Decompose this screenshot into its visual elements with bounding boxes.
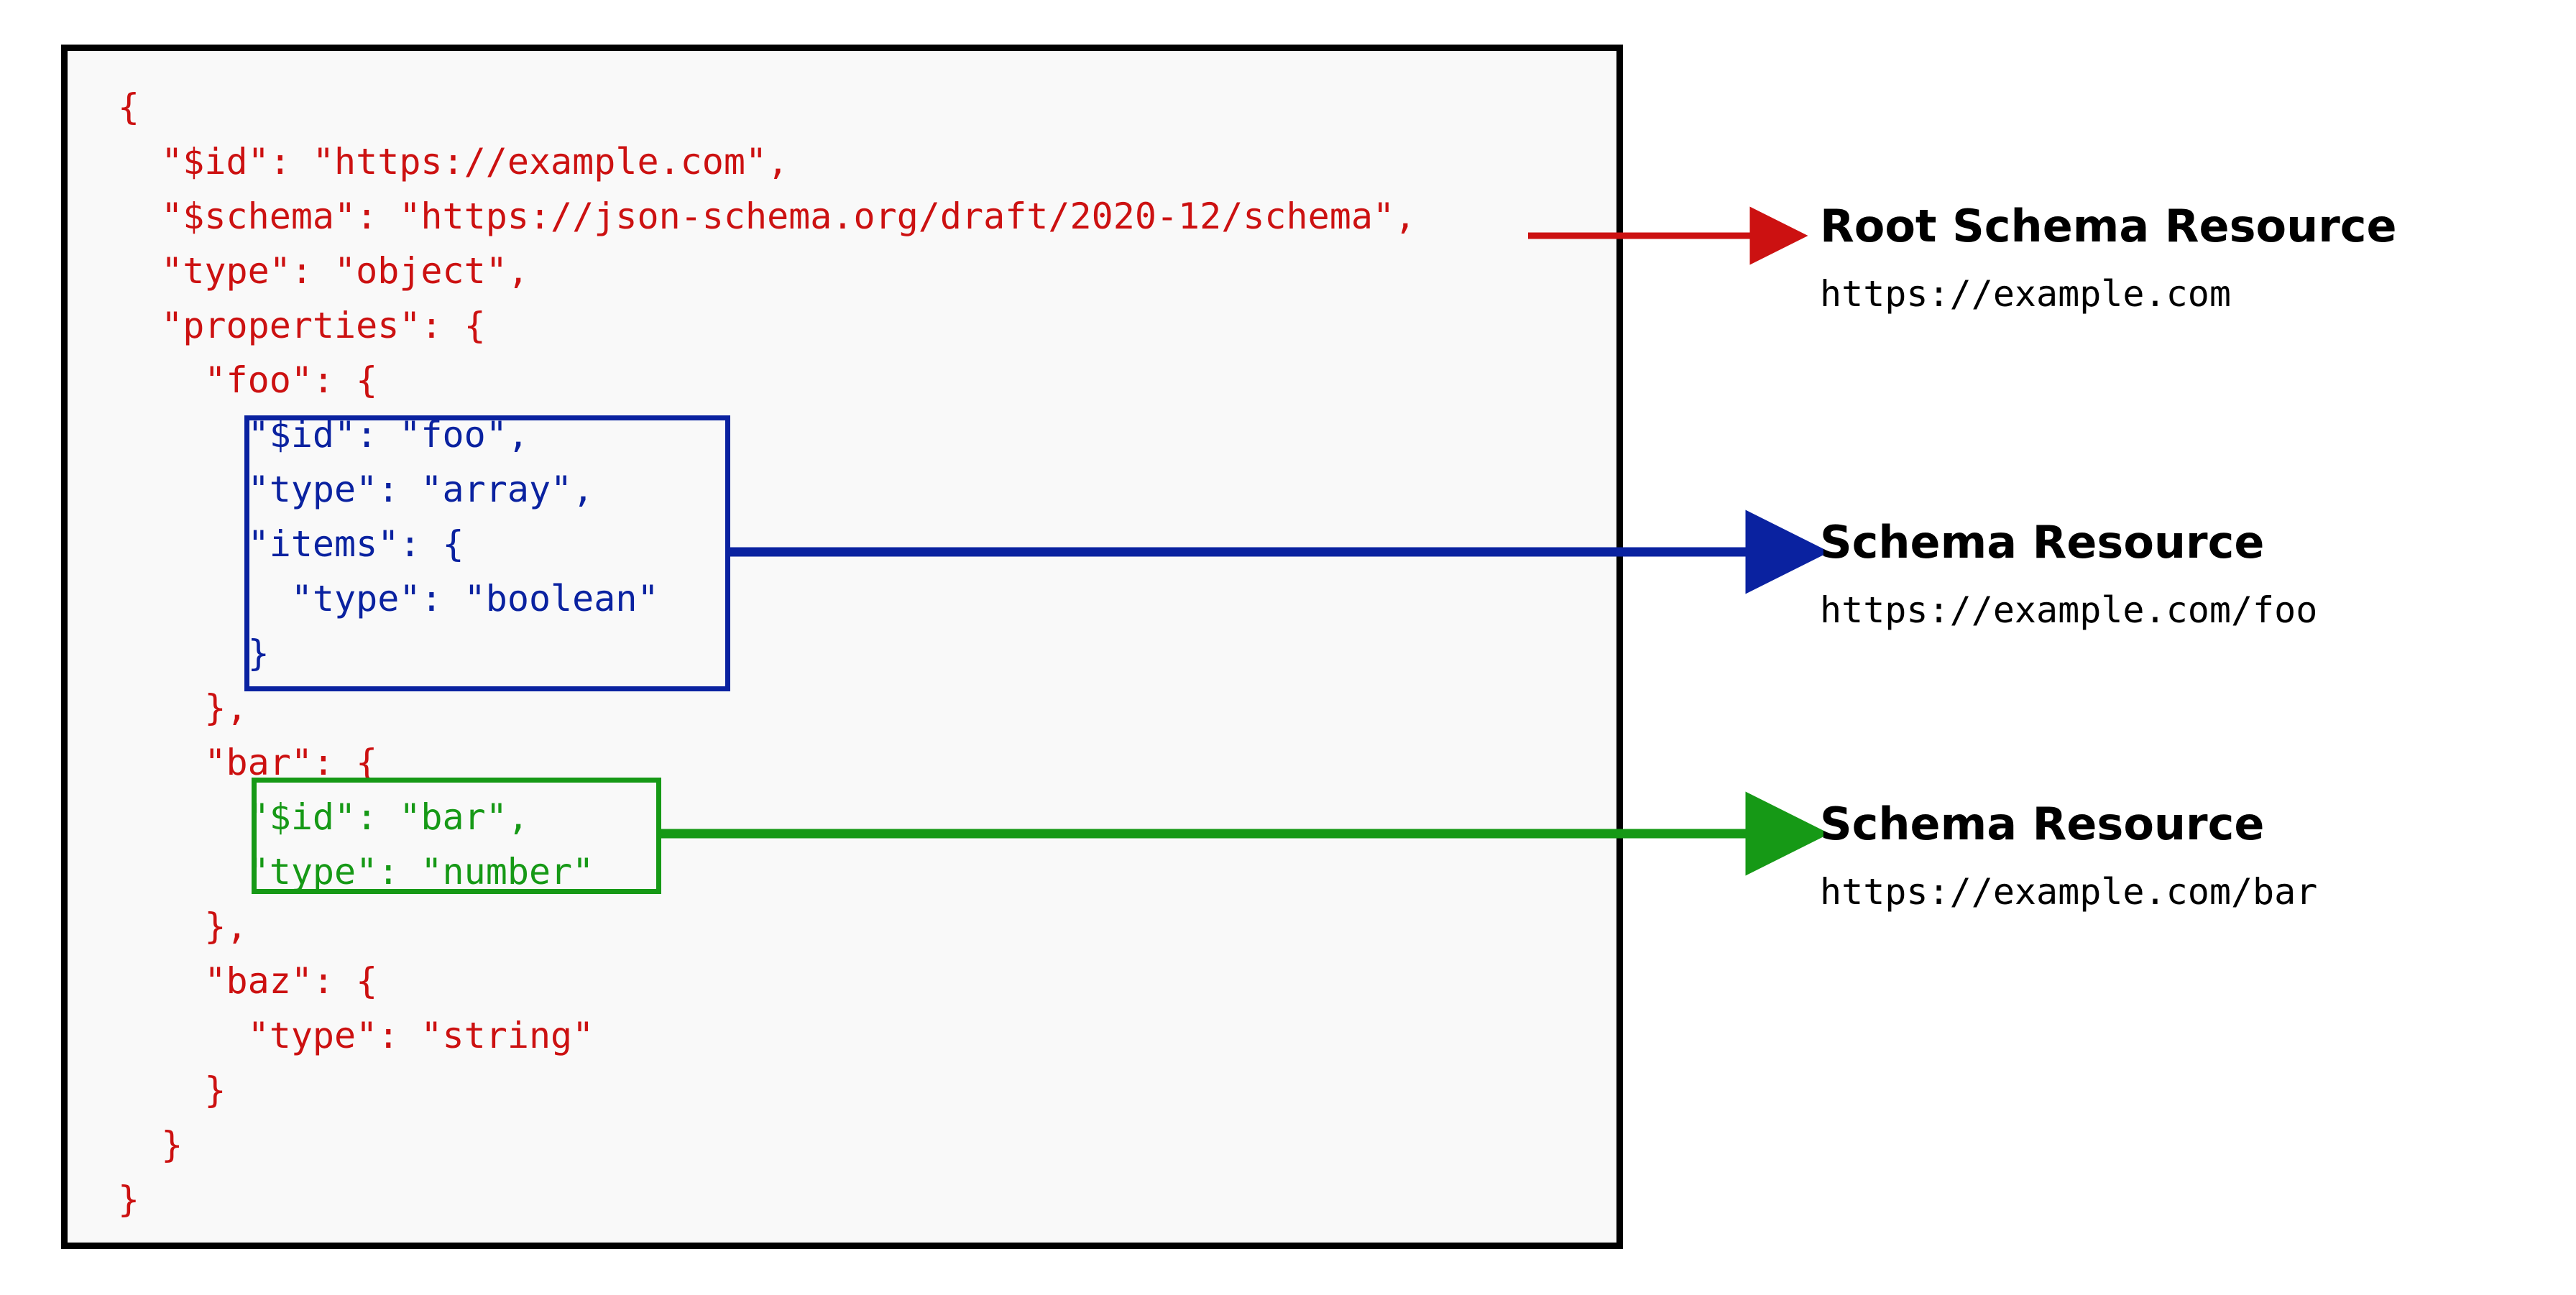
code-line: "type": "number" bbox=[118, 851, 594, 893]
annotation-title: Schema Resource bbox=[1820, 516, 2265, 568]
code-line: } bbox=[118, 1179, 140, 1220]
foo-schema-annotation: Schema Resource https://example.com/foo bbox=[1820, 519, 2317, 630]
code-line: }, bbox=[118, 687, 248, 729]
code-line: }, bbox=[118, 905, 248, 947]
code-line: } bbox=[118, 632, 270, 674]
annotation-title: Root Schema Resource bbox=[1820, 200, 2397, 252]
code-line: "foo": { bbox=[118, 359, 378, 401]
annotation-url: https://example.com/bar bbox=[1820, 871, 2318, 913]
code-line: "$id": "foo", bbox=[118, 414, 529, 456]
code-line: "type": "object", bbox=[118, 250, 529, 292]
annotation-title: Schema Resource bbox=[1820, 798, 2265, 850]
json-schema-code-panel: { "$id": "https://example.com", "$schema… bbox=[61, 45, 1623, 1249]
code-line: "$id": "bar", bbox=[118, 796, 529, 838]
code-line: "$schema": "https://json-schema.org/draf… bbox=[118, 195, 1417, 237]
code-line: } bbox=[118, 1069, 226, 1111]
json-code-block: { "$id": "https://example.com", "$schema… bbox=[118, 80, 1416, 1227]
annotation-url: https://example.com bbox=[1820, 273, 2231, 315]
annotation-url: https://example.com/foo bbox=[1820, 589, 2318, 632]
code-line: "bar": { bbox=[118, 742, 378, 783]
code-line: "$id": "https://example.com", bbox=[118, 141, 789, 183]
code-line: "items": { bbox=[118, 523, 464, 565]
code-line: { bbox=[118, 86, 140, 128]
code-line: "baz": { bbox=[118, 960, 378, 1002]
bar-schema-annotation: Schema Resource https://example.com/bar bbox=[1820, 801, 2317, 911]
code-line: "properties": { bbox=[118, 305, 486, 346]
root-schema-annotation: Root Schema Resource https://example.com bbox=[1820, 203, 2397, 313]
code-line: "type": "boolean" bbox=[118, 578, 659, 619]
code-line: "type": "array", bbox=[118, 469, 594, 510]
code-line: } bbox=[118, 1124, 183, 1166]
code-line: "type": "string" bbox=[118, 1015, 594, 1056]
